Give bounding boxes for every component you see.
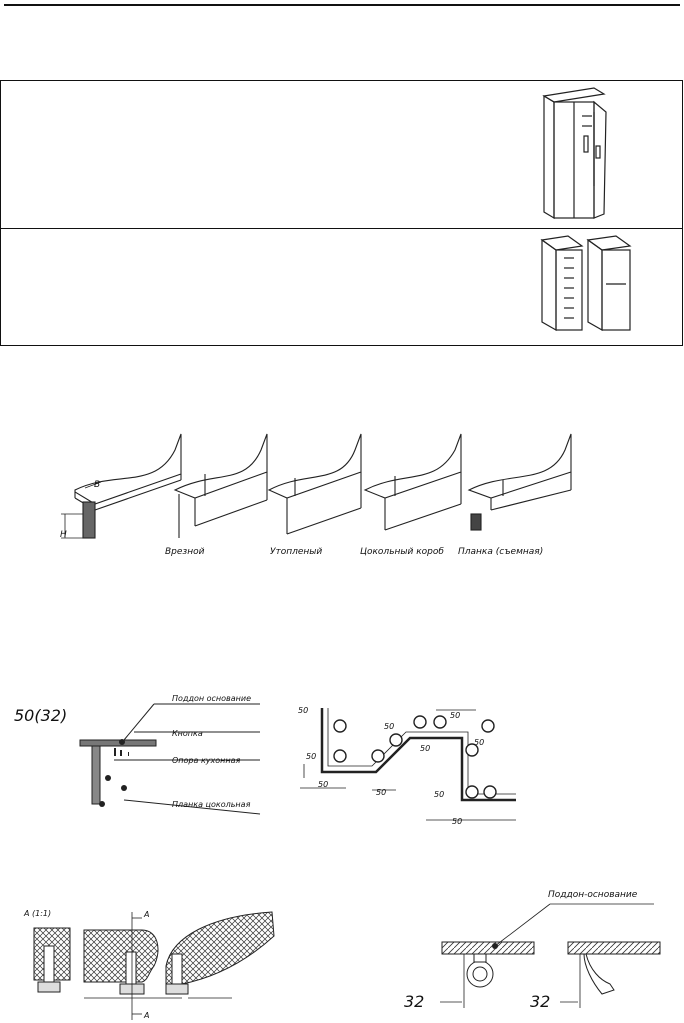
leg-cut-mark-bottom: А: [144, 1011, 150, 1020]
corner-dim-5: 50: [420, 744, 431, 753]
callout-kitchen-support: Опора кухонная: [172, 756, 241, 765]
corner-dim-2: 50: [306, 752, 317, 761]
plinth-dim-b: B: [94, 480, 101, 490]
corner-dim-7: 50: [450, 711, 461, 720]
kitchen-plinth-section: [79, 703, 261, 815]
corner-dim-10: 50: [452, 817, 463, 826]
drawer-cabinet-illustration: [540, 235, 632, 332]
callout-button: Кнопка: [172, 729, 203, 738]
plinth-types-drawing: [61, 433, 572, 539]
corner-dim-3: 50: [318, 780, 329, 789]
cabinet-table: [0, 80, 683, 346]
leg-section-label: А (1:1): [24, 909, 52, 918]
corner-leg-layout: [300, 708, 516, 821]
leg-section-detail: [33, 911, 275, 1020]
corner-dim-6: 50: [376, 788, 387, 797]
kitchen-plinth-dimension: 50(32): [14, 706, 68, 725]
top-rule: [4, 4, 680, 6]
callout-base-tray: Поддон основание: [172, 694, 252, 703]
plinth-caption-recessed: Утопленый: [270, 547, 323, 557]
wheel-callout: Поддон-основание: [548, 890, 638, 900]
corner-dim-4: 50: [384, 722, 395, 731]
cabinet-table-divider: [0, 228, 683, 229]
wheel-dim-right: 32: [530, 992, 551, 1011]
plinth-dim-h: H: [60, 530, 67, 540]
wardrobe-illustration: [542, 87, 607, 220]
plinth-caption-strip: Планка (съемная): [458, 547, 544, 557]
plinth-caption-inset: Врезной: [165, 547, 205, 557]
callout-plinth-strip: Планка цокольная: [172, 800, 251, 809]
wheel-base-detail: [440, 903, 661, 1008]
leg-cut-mark-top: А: [144, 910, 150, 919]
corner-dim-1: 50: [298, 706, 309, 715]
corner-dim-8: 50: [474, 738, 485, 747]
plinth-caption-box: Цокольный короб: [360, 547, 444, 557]
corner-dim-9: 50: [434, 790, 445, 799]
wheel-dim-left: 32: [404, 992, 425, 1011]
